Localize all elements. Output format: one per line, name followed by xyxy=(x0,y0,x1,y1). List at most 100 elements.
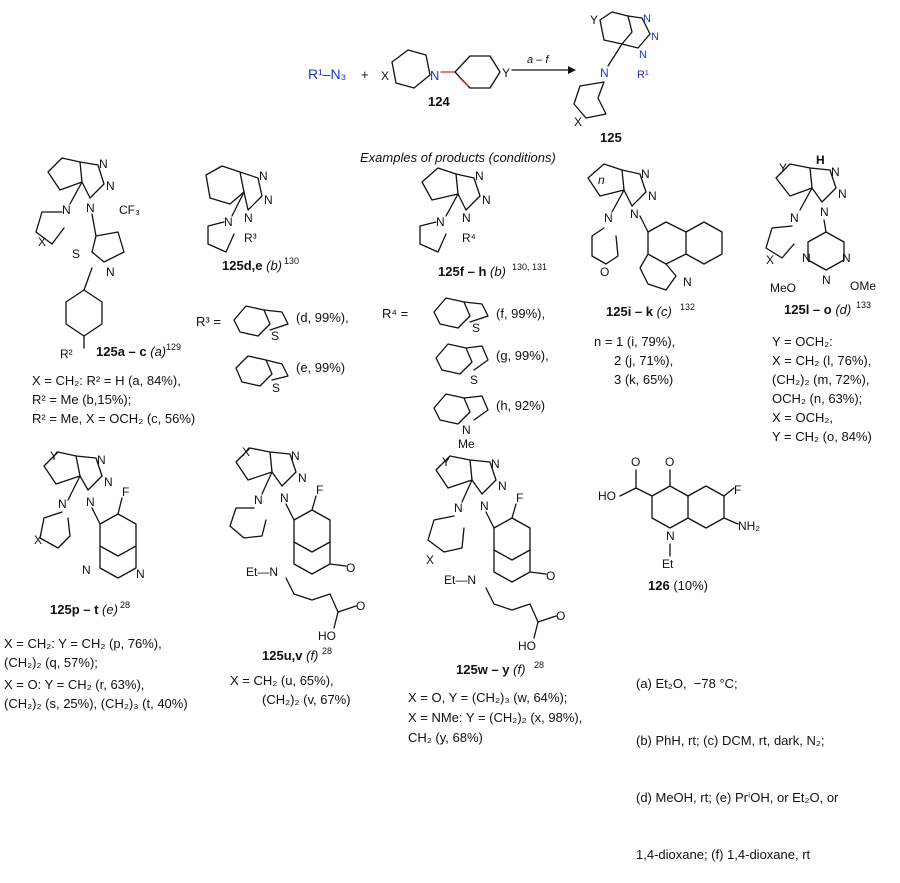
hydroxyl-group: HO xyxy=(518,639,536,653)
atom-y: Y xyxy=(442,455,450,469)
atom-n: N xyxy=(683,275,692,289)
azide-reagent: R¹–N₃ xyxy=(308,66,346,82)
atom-o: O xyxy=(356,599,365,613)
yield-line: (CH₂)₂ (s, 25%), (CH₂)₃ (t, 40%) xyxy=(4,696,188,711)
atom-s: S xyxy=(472,321,480,335)
compound-label: 125f – h (b) xyxy=(438,264,506,279)
yield-line: (d, 99%), xyxy=(296,310,349,325)
compound-label: 125w – y (f) xyxy=(456,662,525,677)
yield-line: (CH₂)₂ (v, 67%) xyxy=(262,692,351,707)
reference: 130 xyxy=(284,256,299,266)
atom-n: N xyxy=(106,179,115,193)
atom-o: O xyxy=(665,455,674,469)
r1-substituent: R¹ xyxy=(637,69,649,81)
yield-line: OCH₂ (n, 63%); xyxy=(772,391,862,406)
atom-n: N xyxy=(291,449,300,463)
atom-x: X xyxy=(242,445,250,459)
atom-n: N xyxy=(482,193,491,207)
enamine-124-structure: X N Y xyxy=(381,49,510,89)
compound-label: 125a – c (a) xyxy=(96,344,166,359)
atom-f: F xyxy=(122,485,129,499)
compound-125p-t: Y N N N N X F N N 125p – t (e) 28 X = CH… xyxy=(4,449,188,711)
atom-n: N xyxy=(842,251,851,265)
atom-n: N xyxy=(822,273,831,287)
reference: 28 xyxy=(534,660,544,670)
compound-label: 125d,e (b) xyxy=(222,258,282,273)
product-label: 125 xyxy=(600,130,622,145)
atom-o: O xyxy=(546,569,555,583)
hydroxyl-group: HO xyxy=(318,629,336,643)
conditions-line: (d) MeOH, rt; (e) PrⁱOH, or Et₂O, or xyxy=(636,790,839,805)
atom-x: X xyxy=(381,69,389,83)
cf3-group: CF₃ xyxy=(119,203,140,217)
atom-x: X xyxy=(34,533,42,547)
yield-line: n = 1 (i, 79%), xyxy=(594,334,675,349)
atom-n: N xyxy=(802,251,811,265)
atom-n: N xyxy=(498,479,507,493)
compound-label: 125u,v (f) xyxy=(262,648,318,663)
atom-n: N xyxy=(97,453,106,467)
methoxy-group: OMe xyxy=(850,279,876,293)
reference: 129 xyxy=(166,342,181,352)
yield-line: (e, 99%) xyxy=(296,360,345,375)
yield-line: (f, 99%), xyxy=(496,306,545,321)
arrow-conditions: a – f xyxy=(527,54,549,66)
atom-n-blue: N xyxy=(430,68,439,83)
hydroxyl-group: HO xyxy=(598,489,616,503)
atom-n: N xyxy=(462,423,471,437)
yield-line: X = CH₂ (l, 76%), xyxy=(772,353,871,368)
atom-o: O xyxy=(631,455,640,469)
atom-n: N xyxy=(58,497,67,511)
conditions-line: 1,4-dioxane; (f) 1,4-dioxane, rt xyxy=(636,847,811,862)
yield-line: (g, 99%), xyxy=(496,348,549,363)
r3-substituent: R³ xyxy=(244,231,257,245)
atom-y: Y xyxy=(50,449,58,463)
atom-n: N xyxy=(82,563,91,577)
yield-line: X = O: Y = CH₂ (r, 63%), xyxy=(4,677,144,692)
atom-n: N xyxy=(666,529,675,543)
atom-n: N xyxy=(630,207,639,221)
conditions-line: (a) Et₂O, −78 °C; xyxy=(636,676,738,691)
atom-n: N xyxy=(491,457,500,471)
atom-n: N xyxy=(254,493,263,507)
atom-n: N xyxy=(264,193,273,207)
atom-n: N xyxy=(475,169,484,183)
atom-n: N xyxy=(480,499,489,513)
yield-line: Y = CH₂ (o, 84%) xyxy=(772,429,872,444)
conditions-legend: (a) Et₂O, −78 °C; (b) PhH, rt; (c) DCM, … xyxy=(636,636,838,883)
atom-n: N xyxy=(641,167,650,181)
yield-line: X = CH₂: R² = H (a, 84%), xyxy=(32,373,181,388)
atom-n: N xyxy=(104,475,113,489)
ethyl-nitrogen: Et—N xyxy=(444,573,476,587)
atom-n: N xyxy=(462,211,471,225)
compound-125l-o: Y H N N N N X N N N MeO OMe 125l – o (d)… xyxy=(765,153,876,444)
atom-y: Y xyxy=(590,13,598,27)
atom-n-blue: N xyxy=(643,13,651,25)
atom-y: Y xyxy=(779,161,787,175)
atom-n: N xyxy=(99,157,108,171)
atom-n: N xyxy=(831,165,840,179)
reference: 130, 131 xyxy=(512,262,547,272)
atom-n: N xyxy=(280,491,289,505)
atom-f: F xyxy=(316,483,323,497)
atom-x: X xyxy=(766,253,774,267)
atom-s: S xyxy=(72,247,80,261)
ethyl-nitrogen: Et—N xyxy=(246,565,278,579)
atom-h: H xyxy=(816,153,825,167)
atom-s: S xyxy=(271,329,279,343)
reference: 28 xyxy=(322,646,332,656)
atom-n: N xyxy=(62,203,71,217)
r4-label: R⁴ = xyxy=(382,306,408,321)
yield-line: (h, 92%) xyxy=(496,398,545,413)
atom-n: N xyxy=(136,567,145,581)
yield-line: (CH₂)₂ (m, 72%), xyxy=(772,372,869,387)
yield-line: R² = Me, X = OCH₂ (c, 56%) xyxy=(32,411,195,426)
atom-n: N xyxy=(224,215,233,229)
yield-line: (CH₂)₂ (q, 57%); xyxy=(4,655,98,670)
atom-n: N xyxy=(244,211,253,225)
compound-125u-v: X N N N N F Et—N O O HO 125u,v (f) 28 X … xyxy=(229,445,365,707)
atom-n: N xyxy=(604,211,613,225)
atom-n-blue: N xyxy=(639,49,647,61)
top-reaction: R¹–N₃ + X N Y 124 a – f Y N N N R¹ N xyxy=(308,11,659,145)
r2-substituent: R² xyxy=(60,347,73,361)
